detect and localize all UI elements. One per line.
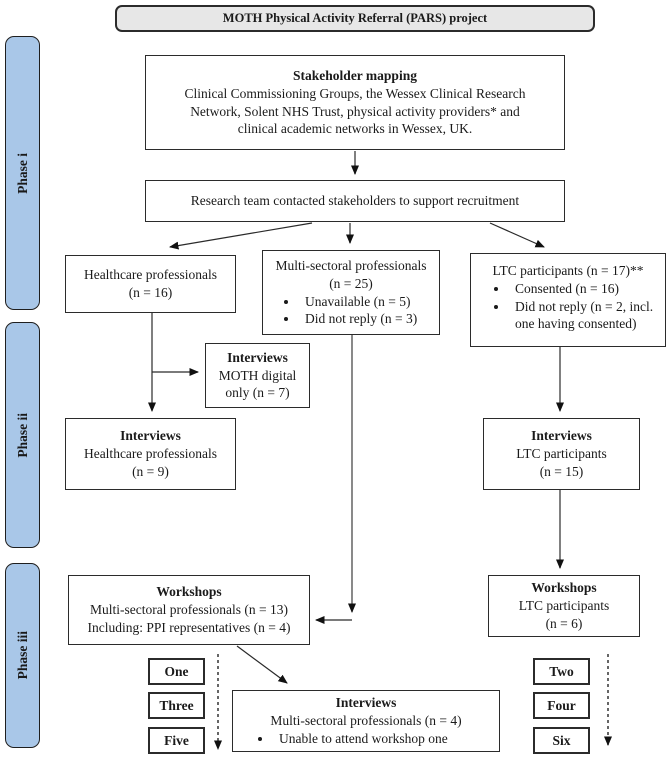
stakeholder-mapping-box: Stakeholder mapping Clinical Commissioni… [145,55,565,150]
ltc-bullet: Consented (n = 16) [509,280,655,298]
workshop-one-label: One [164,663,189,679]
workshops-ltc-title: Workshops [531,580,597,596]
multisectoral-bullet: Did not reply (n = 3) [299,310,433,328]
workshops-ltc-line1: LTC participants [518,598,610,614]
workshop-six-label: Six [552,732,571,748]
research-team-box: Research team contacted stakeholders to … [145,180,565,222]
interviews-hcp-title: Interviews [120,428,181,444]
workshops-ms-line1: Multi-sectoral professionals (n = 13) [89,602,289,618]
interviews-moth-digital-box: Interviews MOTH digital only (n = 7) [205,343,310,408]
interviews-hcp-box: Interviews Healthcare professionals (n =… [65,418,236,490]
multisectoral-line2: (n = 25) [329,275,373,291]
workshop-two-label: Two [549,663,574,679]
research-team-text: Research team contacted stakeholders to … [190,193,520,209]
phase-ii-bar: Phase ii [5,322,40,548]
ltc-line1: LTC participants (n = 17)** [492,263,644,278]
workshop-three-label: Three [159,697,194,713]
workshops-ms-line2: Including: PPI representatives (n = 4) [87,619,291,635]
ltc-bullet: Did not reply (n = 2, incl. one having c… [509,298,655,334]
interviews-ltc-box: Interviews LTC participants (n = 15) [483,418,640,490]
interviews-moth-title: Interviews [227,349,288,365]
workshop-five-label: Five [164,732,189,748]
multisectoral-box: Multi-sectoral professionals (n = 25) Un… [262,250,440,335]
workshop-five-box: Five [148,727,205,754]
workshops-ltc-line2: (n = 6) [545,615,583,631]
workshops-ms-title: Workshops [156,584,222,600]
interviews-hcp-line2: (n = 9) [132,463,169,479]
arrow-research-to-healthcare [169,222,313,250]
workshop-six-box: Six [533,727,590,754]
phase-i-bar: Phase i [5,36,40,310]
interviews-ms-title: Interviews [335,695,397,711]
interviews-ltc-title: Interviews [531,428,592,444]
phase-ii-label: Phase ii [14,412,30,458]
healthcare-line2: (n = 16) [128,285,173,300]
multisectoral-bullet: Unavailable (n = 5) [299,293,433,311]
workshop-one-box: One [148,658,205,685]
interviews-moth-body: MOTH digital only (n = 7) [218,367,297,401]
ltc-participants-box: LTC participants (n = 17)** Consented (n… [470,253,666,347]
phase-i-label: Phase i [14,152,30,194]
healthcare-line1: Healthcare professionals [83,267,218,283]
workshop-four-box: Four [533,692,590,719]
arrow-workshops-to-interviews-ms [236,645,288,684]
interviews-ltc-line1: LTC participants [516,446,607,462]
arrow-research-to-ltc [489,222,545,248]
interviews-hcp-line1: Healthcare professionals [83,446,218,462]
stakeholder-mapping-body: Clinical Commissioning Groups, the Wesse… [184,85,526,137]
workshop-four-label: Four [547,697,576,713]
workshop-three-box: Three [148,692,205,719]
interviews-ms-box: Interviews Multi-sectoral professionals … [232,690,500,752]
project-title-label: MOTH Physical Activity Referral (PARS) p… [222,11,488,25]
interviews-ms-line1: Multi-sectoral professionals (n = 4) [270,713,462,729]
interviews-ms-bullet: Unable to attend workshop one [273,730,493,748]
multisectoral-line1: Multi-sectoral professionals [275,257,427,273]
healthcare-professionals-box: Healthcare professionals (n = 16) [65,255,236,313]
phase-iii-label: Phase iii [14,631,30,680]
project-title: MOTH Physical Activity Referral (PARS) p… [115,5,595,32]
workshops-ltc-box: Workshops LTC participants (n = 6) [488,575,640,637]
stakeholder-mapping-title: Stakeholder mapping [293,67,417,83]
workshop-two-box: Two [533,658,590,685]
interviews-ltc-line2: (n = 15) [539,463,584,479]
phase-iii-bar: Phase iii [5,563,40,748]
workshops-ms-box: Workshops Multi-sectoral professionals (… [68,575,310,645]
